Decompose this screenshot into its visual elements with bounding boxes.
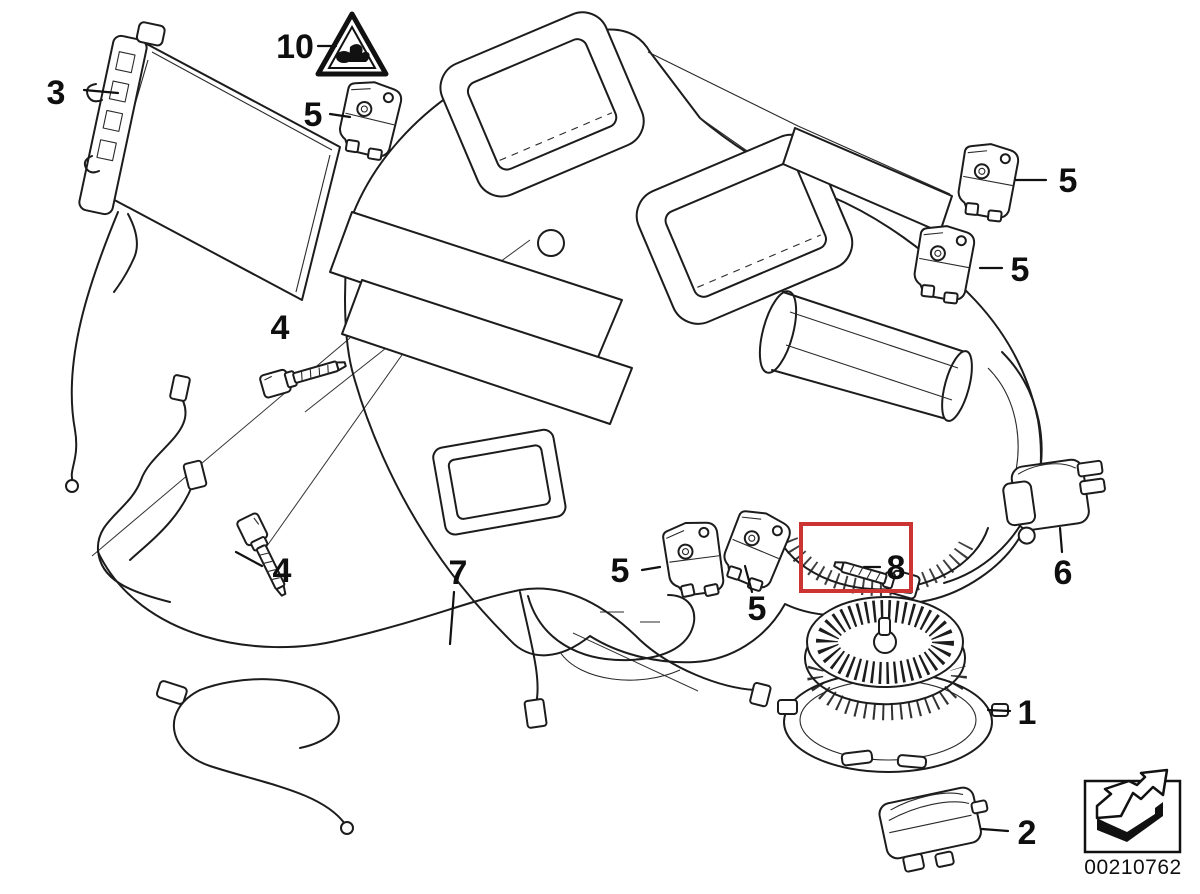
highlighted-part-group <box>799 522 922 601</box>
heater-core-face-lower <box>341 279 633 425</box>
callout-5-top-left[interactable]: 5 <box>304 96 323 134</box>
highlight-box[interactable] <box>799 522 913 593</box>
temperature-sensor-upper <box>258 351 350 400</box>
ring-terminal <box>65 479 79 493</box>
blower-motor <box>777 596 1009 773</box>
callout-7[interactable]: 7 <box>449 554 468 592</box>
duct-opening-rear <box>635 133 854 325</box>
hvac-housing <box>329 11 1043 681</box>
heater-core-drum <box>758 290 973 422</box>
actuator-motor-top-left <box>335 77 405 163</box>
callout-5-right-upper[interactable]: 5 <box>1059 162 1078 200</box>
blower-controller <box>878 786 989 873</box>
actuator-motor-bottom-center <box>716 504 795 596</box>
part-number: 00210762 <box>1084 856 1181 879</box>
harness-connector <box>169 374 191 402</box>
harness-connector <box>155 680 188 705</box>
callout-4-lower[interactable]: 4 <box>273 552 292 590</box>
evaporator-drain-line <box>113 213 138 293</box>
under-ducting <box>527 594 696 681</box>
harness-connector <box>182 459 208 491</box>
housing-port-hole <box>537 229 565 257</box>
callout-5-bottom-left[interactable]: 5 <box>611 552 630 590</box>
leader-lines <box>82 44 1064 833</box>
callout-2[interactable]: 2 <box>1018 814 1037 852</box>
callout-1[interactable]: 1 <box>1018 694 1037 732</box>
actuator-motor-right-upper <box>954 140 1021 224</box>
harness-connector <box>523 698 548 729</box>
warning-symbol-glyph <box>336 44 370 63</box>
duct-opening-front <box>439 11 645 198</box>
lower-distribution-box <box>432 428 567 536</box>
harness-connector <box>749 681 772 708</box>
warning-triangle-icon <box>315 11 389 77</box>
actuator-motor-bottom-left <box>658 515 731 604</box>
valve-part-6 <box>1002 458 1106 545</box>
evaporator-panel <box>78 21 341 301</box>
callout-8[interactable]: 8 <box>887 549 906 587</box>
actuator-motor-right-lower <box>910 222 977 306</box>
wiring-harness <box>65 211 772 835</box>
callout-10[interactable]: 10 <box>276 28 314 66</box>
footer-stamp: 00210762 <box>1083 768 1182 879</box>
callout-4-upper[interactable]: 4 <box>271 309 290 347</box>
callout-5-bottom-center[interactable]: 5 <box>748 590 767 628</box>
ring-terminal <box>340 821 354 835</box>
callout-5-right-lower[interactable]: 5 <box>1011 251 1030 289</box>
callout-6[interactable]: 6 <box>1054 554 1073 592</box>
direction-arrow-icon <box>1095 768 1169 842</box>
callout-3[interactable]: 3 <box>47 74 66 112</box>
